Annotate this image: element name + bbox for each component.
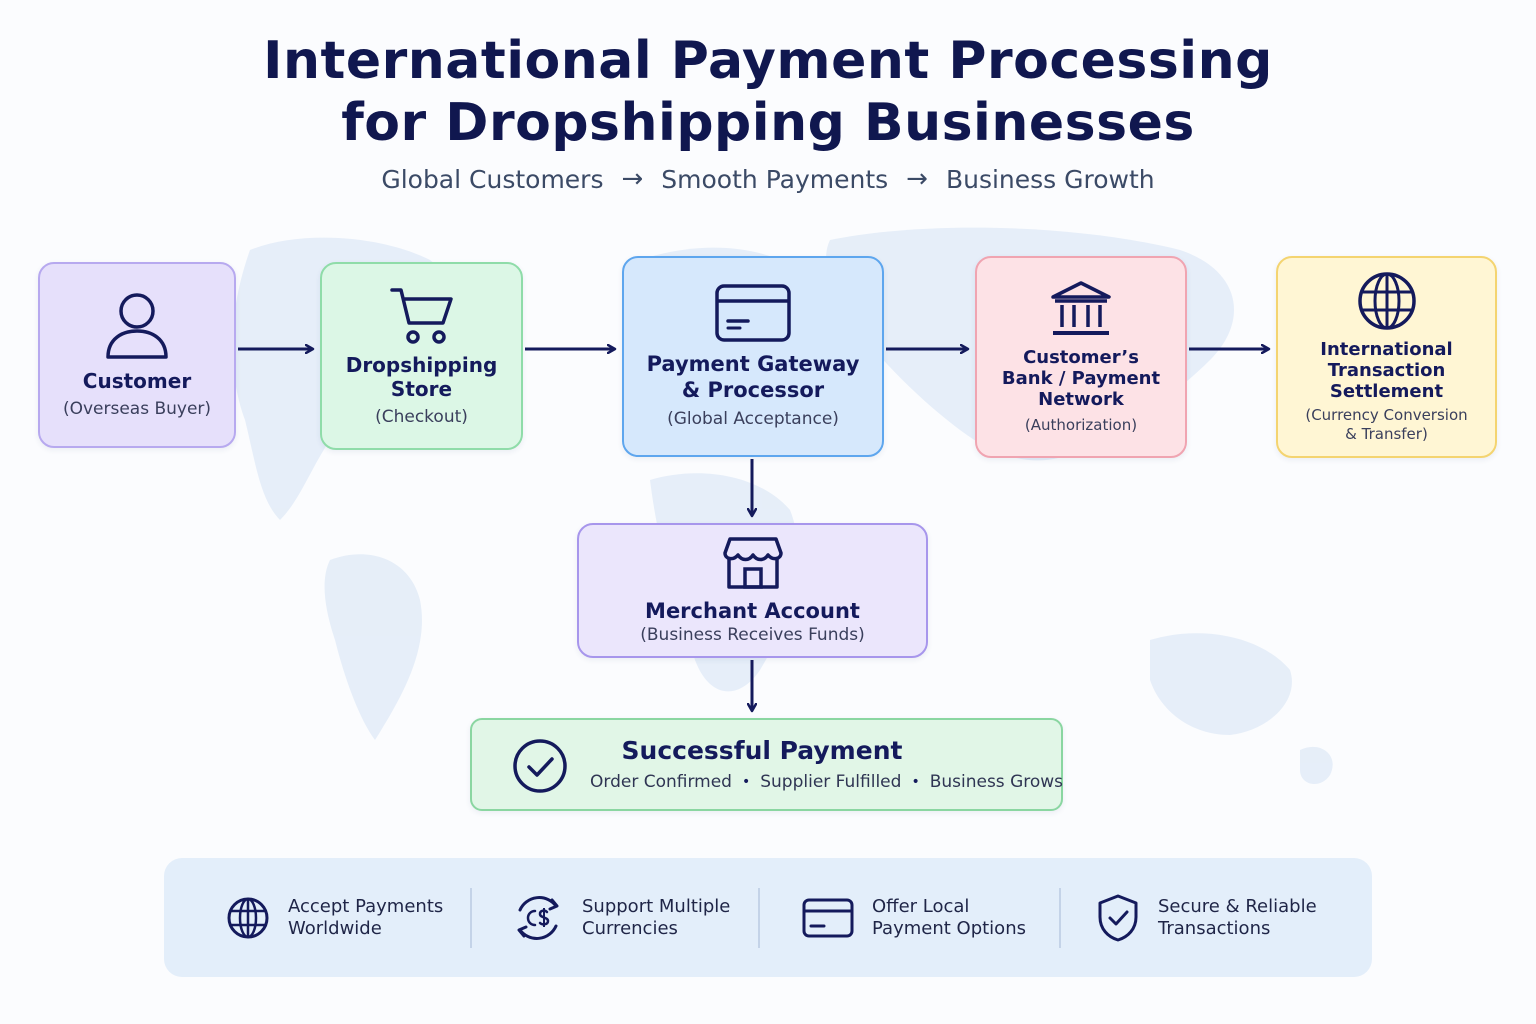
bullet-separator: • <box>911 774 920 790</box>
node-payment-gateway: Payment Gateway & Processor (Global Acce… <box>622 256 884 457</box>
node-international-settlement: International Transaction Settlement (Cu… <box>1276 256 1497 458</box>
credit-card-icon <box>715 284 791 342</box>
node-customer-bank: Customer’s Bank / Payment Network (Autho… <box>975 256 1187 458</box>
feature-text: Offer Local Payment Options <box>872 895 1026 939</box>
page-title: International Payment Processing for Dro… <box>0 30 1536 154</box>
feature-secure-reliable: Secure & Reliable Transactions <box>1096 858 1317 977</box>
subtitle-step-3: Business Growth <box>945 164 1155 194</box>
success-outcomes: Order Confirmed • Supplier Fulfilled • B… <box>590 772 1063 792</box>
node-merchant-account: Merchant Account (Business Receives Fund… <box>577 523 928 658</box>
customer-name: Customer <box>82 368 192 393</box>
node-dropshipping-store: Dropshipping Store (Checkout) <box>320 262 523 450</box>
globe-icon <box>227 897 269 938</box>
title-line-1: International Payment Processing <box>263 31 1273 91</box>
feature-divider <box>1059 888 1061 948</box>
success-item-supplier-fulfilled: Supplier Fulfilled <box>760 772 902 792</box>
store-desc: (Checkout) <box>375 406 468 427</box>
currency-exchange-icon <box>517 895 559 940</box>
subtitle-step-1: Global Customers <box>381 164 604 194</box>
arrow-right-icon: → <box>906 164 928 194</box>
success-title: Successful Payment <box>621 736 903 765</box>
feature-divider <box>758 888 760 948</box>
check-circle-icon <box>513 739 567 793</box>
settlement-desc: (Currency Conversion & Transfer) <box>1305 405 1468 443</box>
feature-text: Secure & Reliable Transactions <box>1158 895 1317 939</box>
shopping-cart-icon <box>389 287 453 344</box>
user-icon <box>106 292 168 359</box>
merchant-name: Merchant Account <box>645 599 860 623</box>
features-bar: Accept Payments Worldwide Support Multip… <box>164 858 1372 977</box>
merchant-desc: (Business Receives Funds) <box>640 625 865 645</box>
success-item-business-grows: Business Grows <box>929 772 1064 792</box>
settlement-name: International Transaction Settlement <box>1320 338 1453 402</box>
credit-card-icon <box>802 898 854 937</box>
subtitle-step-2: Smooth Payments <box>661 164 889 194</box>
bullet-separator: • <box>741 774 751 790</box>
store-name: Dropshipping Store <box>345 352 498 401</box>
feature-local-payment: Offer Local Payment Options <box>802 858 1026 977</box>
success-item-order-confirmed: Order Confirmed <box>590 772 732 792</box>
shield-check-icon <box>1098 894 1138 941</box>
title-line-2: for Dropshipping Businesses <box>341 93 1195 153</box>
feature-text: Accept Payments Worldwide <box>288 895 444 939</box>
feature-accept-worldwide: Accept Payments Worldwide <box>226 858 443 977</box>
bank-name: Customer’s Bank / Payment Network <box>1001 347 1161 410</box>
customer-desc: (Overseas Buyer) <box>62 398 212 419</box>
node-customer: Customer (Overseas Buyer) <box>38 262 236 448</box>
successful-payment-box: Successful Payment Order Confirmed • Sup… <box>470 718 1063 811</box>
storefront-icon <box>722 537 783 589</box>
subtitle-flow: Global Customers → Smooth Payments → Bus… <box>0 164 1536 194</box>
feature-divider <box>470 888 472 948</box>
gateway-name: Payment Gateway & Processor <box>646 352 860 402</box>
bank-desc: (Authorization) <box>1024 416 1138 434</box>
feature-text: Support Multiple Currencies <box>582 895 731 939</box>
bank-icon <box>1051 281 1111 335</box>
globe-icon <box>1357 271 1416 330</box>
arrow-right-icon: → <box>621 164 644 194</box>
feature-multiple-currencies: Support Multiple Currencies <box>512 858 730 977</box>
gateway-desc: (Global Acceptance) <box>667 409 839 429</box>
